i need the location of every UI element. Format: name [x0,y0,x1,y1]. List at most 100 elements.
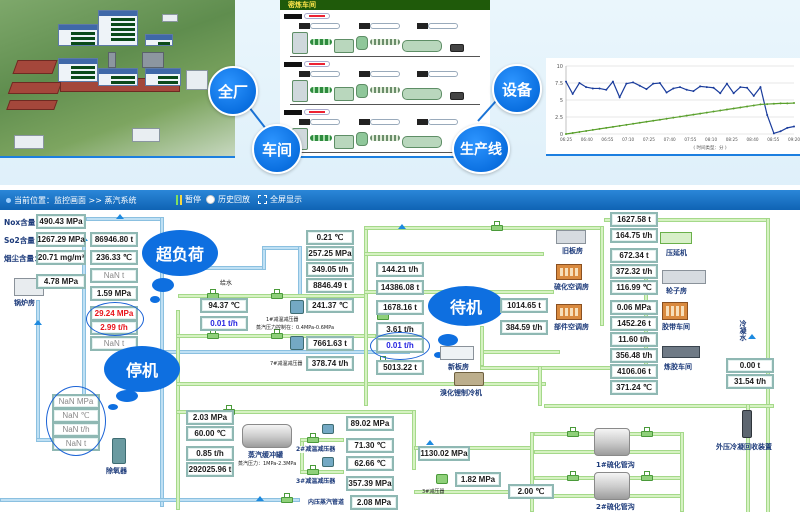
x-tick-label: 07:25 [643,137,655,142]
pipe [205,266,265,270]
pipe [300,438,304,474]
data-point-green [652,119,655,122]
data-point-green [699,112,702,115]
flow-arrow-icon [116,214,124,219]
data-point-blue [638,84,641,87]
plant-building [132,128,160,142]
data-point-blue [598,87,601,90]
data-point-blue [578,82,581,84]
data-point-blue [786,126,789,129]
production-line-bubble[interactable]: 生产线 [452,124,510,174]
pipe [298,246,302,296]
x-tick-label: 08:40 [747,137,759,142]
pause-button[interactable]: 暂停 [176,194,201,205]
plant-info-card [58,24,98,46]
data-point-blue [719,92,722,95]
data-point-green [725,108,728,111]
data-point-blue [752,94,755,97]
chiller-label: 溴化锂制冷机 [440,389,482,397]
valve-icon[interactable] [206,289,219,299]
data-point-blue [732,92,735,95]
x-tick-label: 07:40 [664,137,676,142]
thought-dot [150,296,160,303]
reducer1-value-5: 241.37 ℃ [306,298,354,313]
vulc-temp: 2.00 ℃ [508,484,554,499]
data-point-blue [591,87,594,90]
right-value-9: 356.48 t/h [610,348,658,363]
plant-level-bubble[interactable]: 全厂 [208,66,258,116]
old-board-house-icon [556,230,586,244]
plant-info-card [98,68,138,86]
pipe [530,432,534,512]
pipe [364,252,544,256]
mid-value-1: 1014.65 t [500,298,548,313]
pipe [262,246,302,250]
alarm-highlight-ring [86,302,144,336]
data-point-green [739,106,742,109]
data-point-blue [699,85,702,88]
so2-label: So2含量： [4,236,43,245]
fullscreen-button[interactable]: 全屏显示 [258,194,302,205]
plant-info-card [98,10,138,46]
plant-info-card [58,58,98,82]
data-point-blue [665,91,668,94]
valve-icon[interactable] [640,471,653,481]
data-point-blue [625,82,628,85]
center-value-2: 14386.08 t [376,280,424,295]
data-point-green [766,103,769,106]
data-point-green [632,122,635,125]
buffer-tank-label: 蒸汽缓冲罐 [248,451,283,459]
main-pressure: 1130.02 MPa [418,446,470,461]
valve-icon[interactable] [566,471,579,481]
breadcrumb-text: 当前位置：监控画面 >> 蒸汽系统 [14,196,137,205]
data-point-blue [585,86,588,89]
data-point-green [658,118,661,121]
valve-icon[interactable] [566,427,579,437]
data-point-green [679,115,681,118]
data-point-blue [779,130,782,133]
y-tick-label: 7.5 [555,81,563,87]
buffer-pressure: 2.03 MPa [186,410,234,425]
valve-icon[interactable] [270,329,283,339]
ac-room-2-icon [556,304,582,320]
chiller-icon [454,372,484,386]
boiler-pressure: 4.78 MPa [36,274,86,289]
buffer-temp: 60.00 ℃ [186,426,234,441]
reducer7-icon [290,336,304,350]
fullscreen-label: 全屏显示 [270,195,302,204]
data-point-green [598,127,601,130]
valve-icon[interactable] [306,465,319,475]
data-point-blue [725,82,728,85]
pipe [176,382,546,386]
valve-icon[interactable] [270,289,283,299]
recovery-device-icon [742,410,752,438]
valve-icon[interactable] [280,493,293,503]
pipe [0,498,300,502]
mid-value-2: 384.59 t/h [500,320,548,335]
right-value-3: 672.34 t [610,248,658,263]
history-playback-button[interactable]: 历史回放 [206,194,250,205]
data-point-blue [632,81,635,84]
pause-icon [176,194,182,205]
data-point-blue [746,86,749,89]
dust-value: 20.71 mg/m³ [36,250,86,265]
reducer3-icon [322,457,334,467]
valve-icon[interactable] [640,427,653,437]
standby-status-bubble: 待机 [428,286,504,326]
equipment-level-bubble[interactable]: 设备 [492,64,542,114]
plant-building [142,52,164,68]
production-line-row [280,108,490,156]
monitor-toolbar: 当前位置：监控画面 >> 蒸汽系统 暂停 历史回放 全屏显示 [0,190,800,210]
data-point-blue [705,86,708,89]
valve-icon[interactable] [306,433,319,443]
plant-building [7,82,63,94]
location-icon [6,198,11,203]
x-tick-label: 08:10 [705,137,717,142]
production-line-row [280,12,490,60]
plant-building [186,70,208,90]
reducer1-value-1: 0.21 ℃ [306,230,354,245]
pipe [544,404,774,408]
valve-icon[interactable] [490,221,503,231]
stopped-highlight-ring [46,386,106,456]
workshop-level-bubble[interactable]: 车间 [252,124,302,174]
